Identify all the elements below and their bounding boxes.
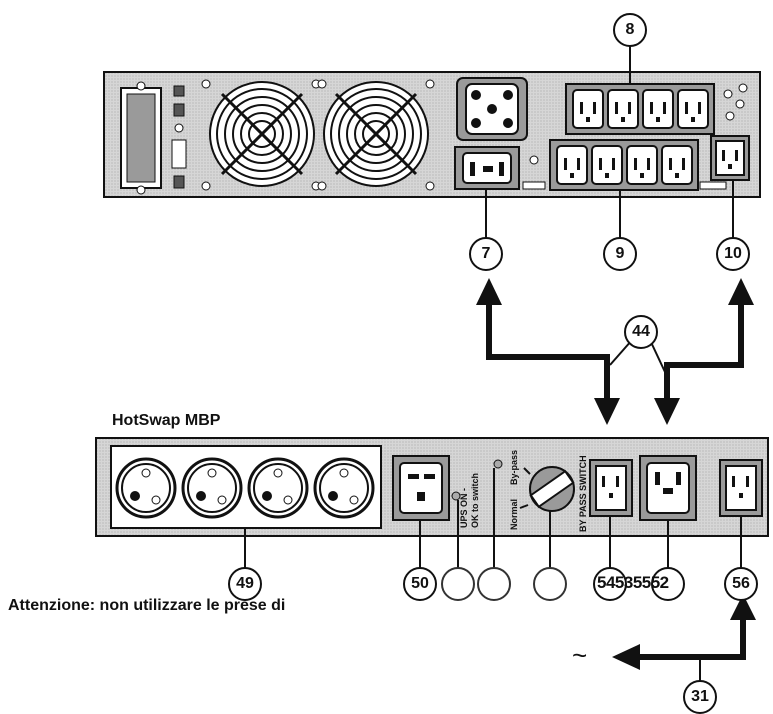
callout-9: 9 (603, 237, 637, 271)
port-serial (171, 139, 187, 169)
label-normal: Normal (509, 498, 519, 530)
callout-56: 56 (724, 567, 758, 601)
fan-icon (317, 79, 435, 191)
callout-8: 8 (613, 13, 647, 47)
bypass-rotary-switch (519, 466, 575, 512)
arrow-up-icon (476, 278, 502, 305)
callout-blank (477, 567, 511, 601)
outlet-group-bottom (549, 139, 699, 191)
arrow-down-icon (594, 398, 620, 425)
output-socket-c19 (710, 135, 750, 181)
schuko-socket (313, 457, 375, 519)
leader-lines (244, 32, 742, 570)
callout-50: 50 (403, 567, 437, 601)
arrow-up-icon (728, 278, 754, 305)
input-socket-c20 (454, 146, 520, 190)
label-ups-on: UPS ON - (459, 487, 469, 528)
label-bypass: By-pass (509, 449, 519, 485)
mbp-socket-ups-in (639, 455, 697, 521)
callout-blank (441, 567, 475, 601)
arrow-down-icon (654, 398, 680, 425)
warning-note: Attenzione: non utilizzare le prese di (8, 597, 286, 614)
callout-44: 44 (624, 315, 658, 349)
label-ok-switch: OK to switch (470, 472, 480, 528)
led-ups-on (451, 491, 461, 501)
callout-10: 10 (716, 237, 750, 271)
callout-49: 49 (228, 567, 262, 601)
callout-52 (651, 567, 685, 601)
ac-source-icon: ~ (572, 640, 588, 670)
callout-54-53-55-52-text: 54535552 (597, 573, 669, 592)
callout-54 (593, 567, 627, 601)
mbp-title: HotSwap MBP (112, 412, 221, 429)
cable-44 (486, 305, 744, 398)
arrow-left-icon (612, 644, 640, 670)
callout-7: 7 (469, 237, 503, 271)
ups-rear-panel (103, 71, 761, 198)
callout-31: 31 (683, 680, 717, 714)
label-bypass-switch: BY PASS SWITCH (578, 455, 588, 532)
mbp-socket-bypass (589, 459, 633, 517)
schuko-socket (181, 457, 243, 519)
callout-blank (533, 567, 567, 601)
arrowheads (476, 278, 754, 425)
fan-icon (201, 79, 321, 191)
mbp-socket-c20 (392, 455, 450, 521)
cable-31 (612, 594, 756, 686)
battery-connector (456, 77, 528, 141)
led-bypass (493, 459, 503, 469)
schuko-socket (115, 457, 177, 519)
mbp-panel (95, 437, 769, 537)
port-usb (173, 85, 185, 97)
arrow-up-icon (730, 594, 756, 620)
outlet-group-top (565, 83, 715, 135)
schuko-socket (247, 457, 309, 519)
mbp-socket-mains-in (719, 459, 763, 517)
